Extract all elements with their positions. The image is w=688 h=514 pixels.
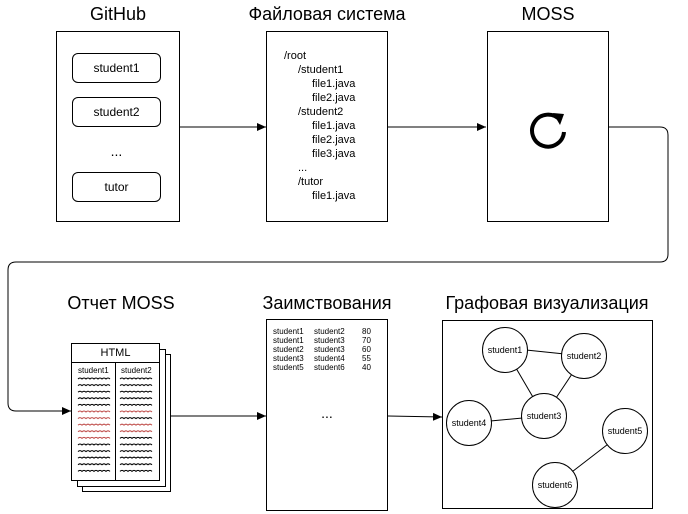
text-line: [119, 430, 153, 433]
borrowings-cell: student3: [314, 345, 345, 354]
borrowings-cell: 80: [362, 327, 371, 336]
text-line: [77, 410, 111, 413]
text-line: [77, 397, 111, 400]
report-title: Отчет MOSS: [67, 293, 175, 313]
borrowings-box: [266, 319, 388, 511]
text-line: [77, 456, 111, 459]
moss-box: [487, 31, 609, 222]
fs-student1-dir: /student1: [298, 64, 344, 76]
borrowings-title: Заимствования: [262, 293, 392, 313]
graph-node-student1: student1: [482, 327, 528, 373]
graph-node-student2: student2: [561, 333, 607, 379]
refresh-icon: [530, 112, 566, 149]
borrowings-cell: student1: [273, 327, 304, 336]
borrowings-cell: 40: [362, 363, 371, 372]
text-line: [119, 417, 153, 420]
borrowings-cell: student2: [273, 345, 304, 354]
fs-tutor-dir: /tutor: [298, 176, 324, 188]
fs-student2-file2: file2.java: [312, 134, 356, 146]
borrowings-cell: student5: [273, 363, 304, 372]
fs-student2-dir: /student2: [298, 106, 344, 118]
github-item-student2: student2: [72, 97, 161, 127]
text-line: [119, 390, 153, 393]
borrowings-cell: student2: [314, 327, 345, 336]
text-line: [77, 423, 111, 426]
github-title: GitHub: [89, 4, 147, 24]
text-line: [77, 417, 111, 420]
fs-root: /root: [284, 50, 307, 62]
fs-student1-file1: file1.java: [312, 78, 356, 90]
text-line: [77, 469, 111, 473]
report-text-lines: [77, 377, 153, 473]
github-item-student1: student1: [72, 53, 161, 83]
graph-node-student4: student4: [446, 400, 492, 446]
github-ellipsis: ...: [110, 143, 123, 159]
graph-title: Графовая визуализация: [445, 293, 649, 313]
text-line: [119, 456, 153, 459]
report-col2-label: student2: [121, 366, 152, 375]
text-line: [119, 443, 153, 446]
arrow-moss-to-report: [7, 126, 669, 415]
arrow-borrowings-to-graph: [387, 412, 443, 421]
fs-student2-file3: file3.java: [312, 148, 356, 160]
fs-tutor-file1: file1.java: [312, 190, 356, 202]
text-line: [77, 436, 111, 440]
fs-student1-file2: file2.java: [312, 92, 356, 104]
borrowings-cell: 70: [362, 336, 371, 345]
borrowings-cell: 60: [362, 345, 371, 354]
moss-title: MOSS: [521, 4, 575, 24]
graph-node-student6: student6: [532, 462, 578, 508]
text-line: [77, 403, 111, 407]
text-line: [77, 384, 111, 387]
graph-node-student5: student5: [602, 408, 648, 454]
text-line: [119, 410, 153, 413]
borrowings-cell: student3: [314, 336, 345, 345]
report-divider: [115, 363, 116, 481]
text-line: [119, 403, 153, 407]
text-line: [119, 384, 153, 387]
text-line: [77, 463, 111, 466]
text-line: [119, 436, 153, 440]
fs-student2-file1: file1.java: [312, 120, 356, 132]
text-line: [119, 377, 153, 380]
borrowings-ellipsis: ...: [321, 405, 333, 421]
text-line: [77, 430, 111, 433]
github-item-tutor: tutor: [72, 172, 161, 202]
text-line: [77, 443, 111, 446]
text-line: [119, 463, 153, 466]
text-line: [119, 397, 153, 400]
borrowings-cell: 55: [362, 354, 371, 363]
text-line: [119, 423, 153, 426]
borrowings-cell: student4: [314, 354, 345, 363]
report-col1-label: student1: [78, 366, 109, 375]
filesystem-title: Файловая система: [248, 4, 406, 24]
fs-ellipsis: ...: [298, 162, 308, 174]
text-line: [77, 450, 111, 453]
text-line: [119, 450, 153, 453]
borrowings-cell: student3: [273, 354, 304, 363]
borrowings-cell: student1: [273, 336, 304, 345]
text-line: [119, 469, 153, 473]
graph-node-student3: student3: [521, 393, 567, 439]
report-html-header: HTML: [71, 343, 160, 363]
filesystem-box: [266, 31, 388, 222]
text-line: [77, 390, 111, 393]
text-line: [77, 377, 111, 380]
borrowings-cell: student6: [314, 363, 345, 372]
